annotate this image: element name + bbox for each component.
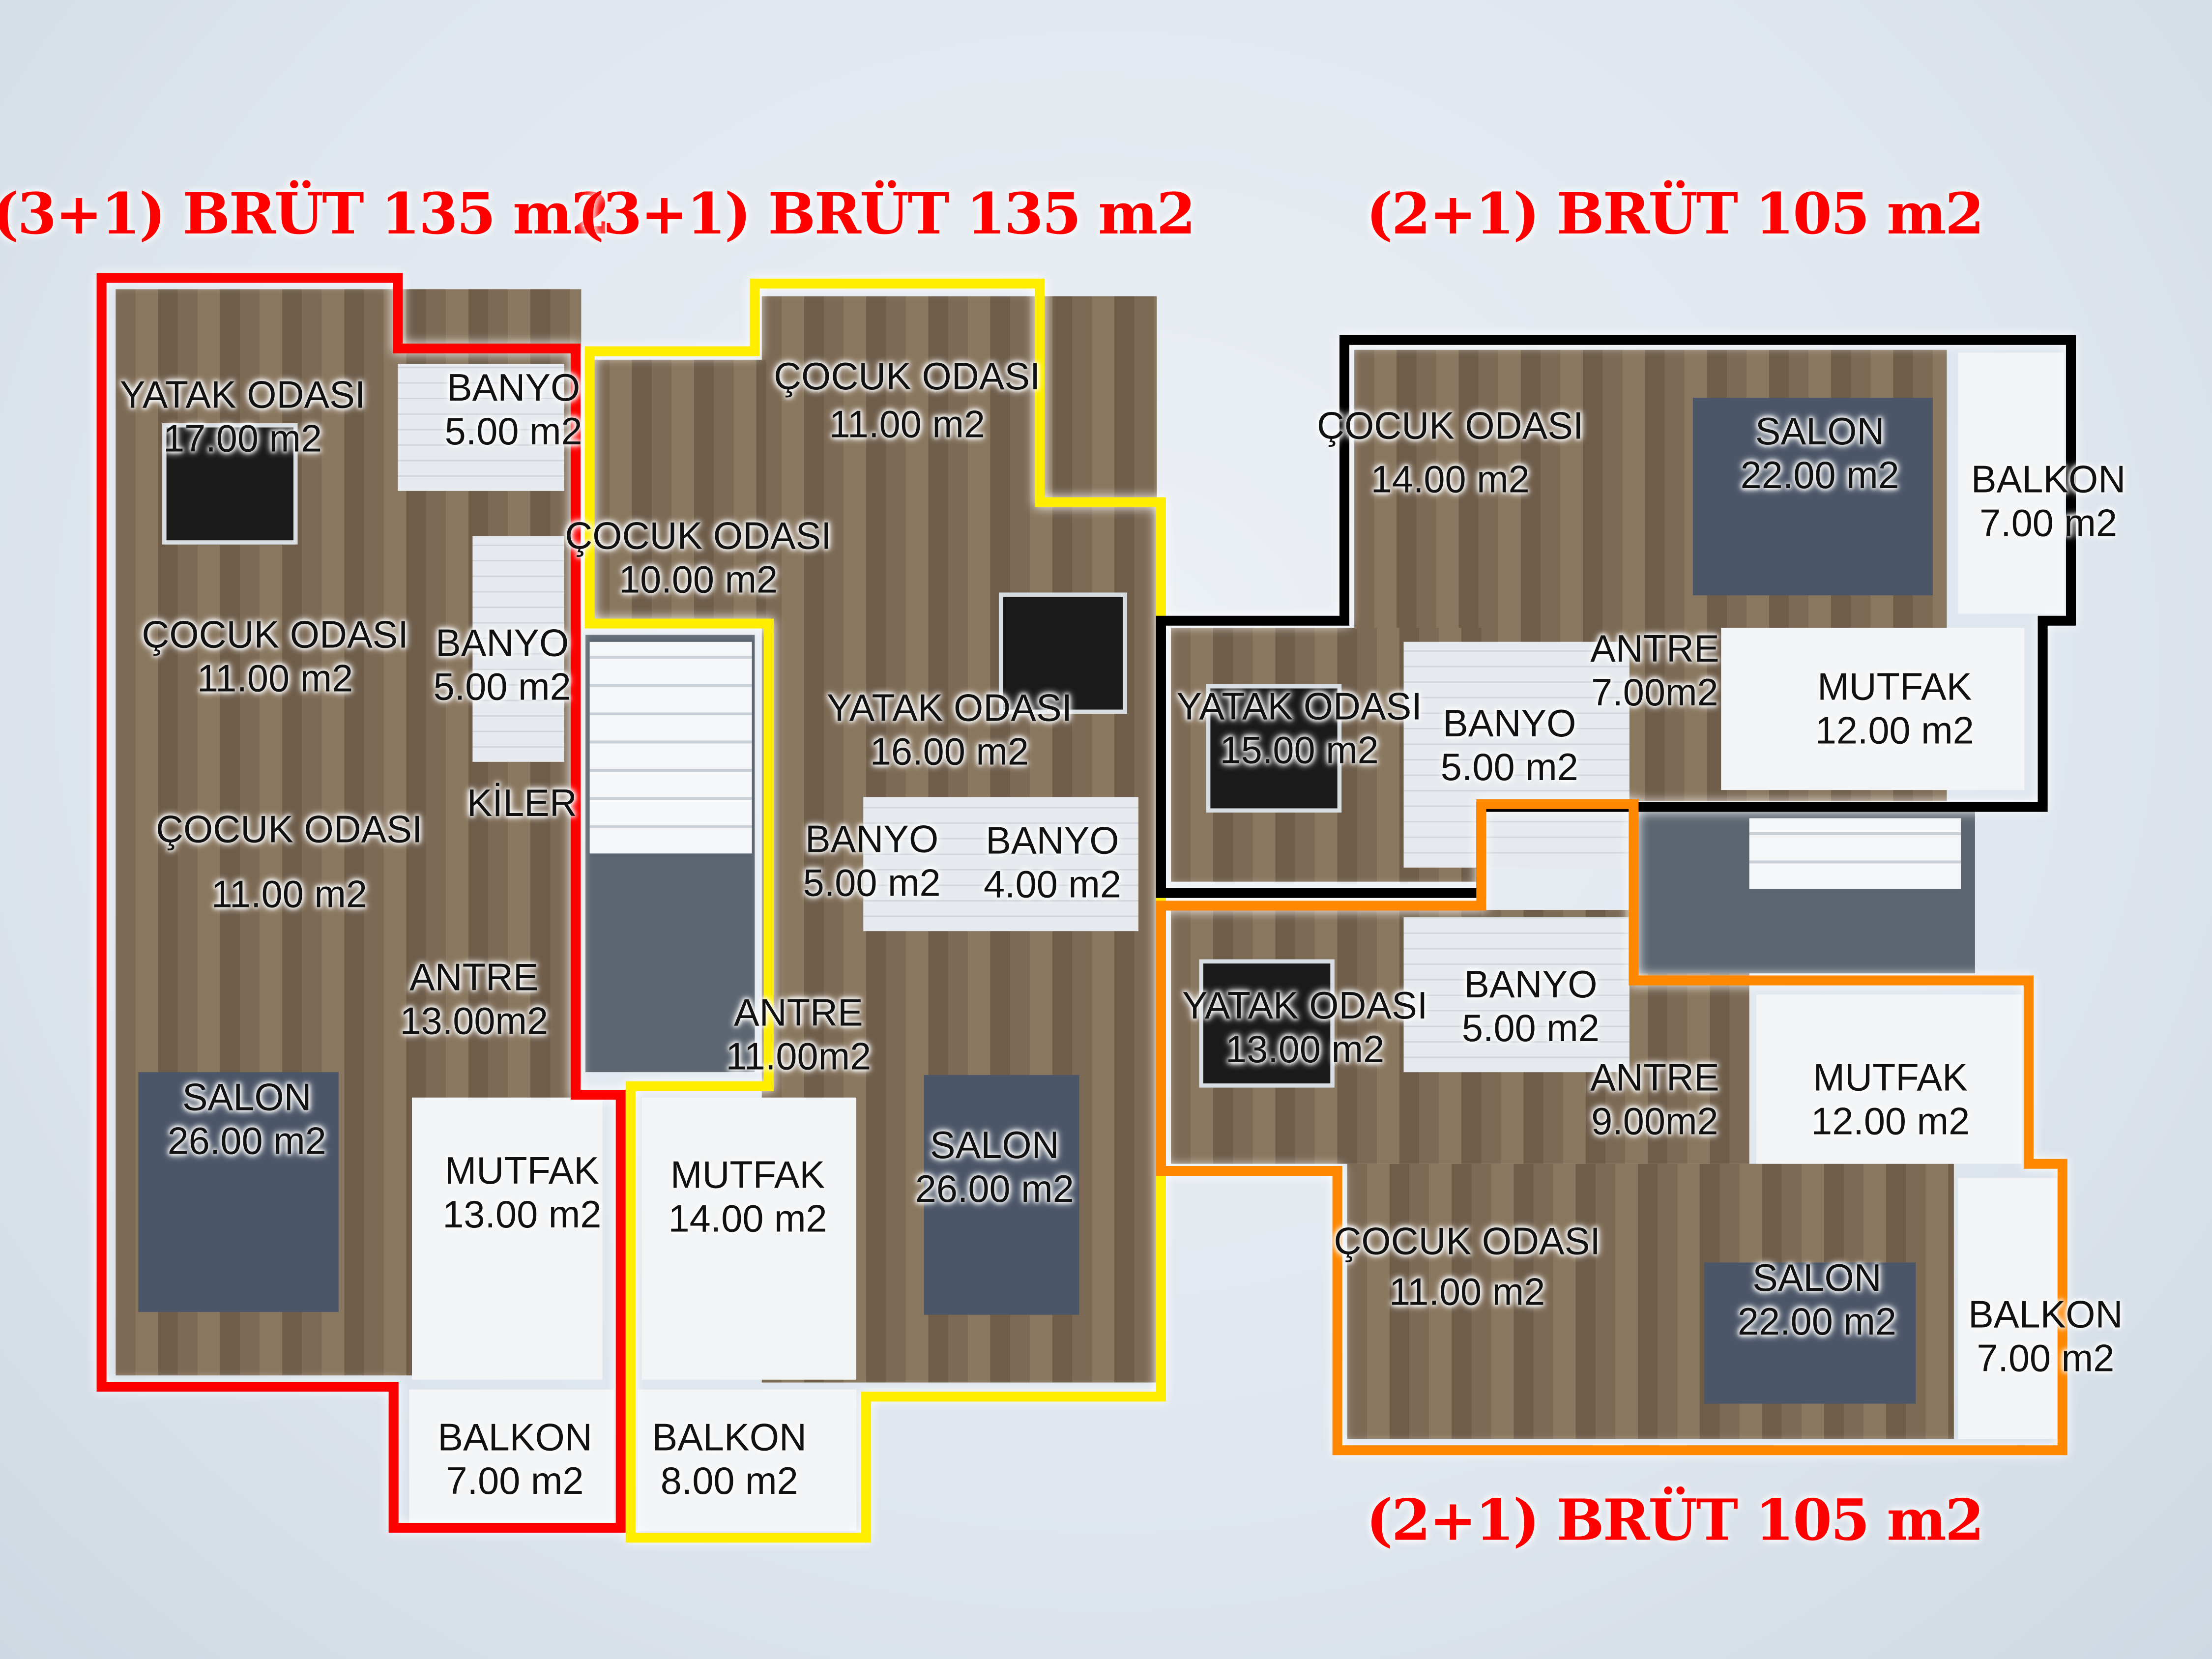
kitchen-b xyxy=(641,1097,857,1380)
bathroom-tile xyxy=(1403,641,1630,868)
bed-icon xyxy=(162,423,298,545)
bed-icon xyxy=(998,592,1128,714)
bathroom-tile xyxy=(472,536,564,762)
bathroom-tile xyxy=(1403,917,1630,1073)
unit-title: (3+1) BRÜT 135 m2 xyxy=(0,181,610,248)
bathroom-tile xyxy=(398,364,564,491)
bed-icon xyxy=(1199,959,1335,1088)
unit-title: (2+1) BRÜT 105 m2 xyxy=(1366,181,1984,248)
unit-b-outline xyxy=(584,278,1166,1543)
unit-b-floor-2 xyxy=(589,359,766,621)
unit-title: (2+1) BRÜT 105 m2 xyxy=(1366,1487,1984,1554)
rug xyxy=(138,1072,339,1312)
unit-d-outline xyxy=(1156,799,2067,1455)
rug xyxy=(1704,1262,1916,1404)
rug xyxy=(1692,398,1933,596)
kitchen-a xyxy=(412,1097,603,1380)
kitchen-d xyxy=(1756,994,2022,1164)
kitchen-c xyxy=(1721,628,2025,790)
bed-icon xyxy=(1206,684,1342,813)
rug xyxy=(924,1075,1079,1315)
bathroom-tile xyxy=(863,797,1139,931)
unit-title: (3+1) BRÜT 135 m2 xyxy=(577,181,1196,248)
balcony-d xyxy=(1958,1178,2057,1439)
unit-a-outline xyxy=(96,273,626,1533)
stairs-b xyxy=(1749,818,1961,889)
balcony-b xyxy=(638,1389,857,1531)
balcony-c xyxy=(1958,352,2064,614)
unit-c-outline xyxy=(1156,335,2076,898)
stairs-a xyxy=(589,641,752,854)
balcony-a xyxy=(409,1389,614,1524)
room-label: KİLER xyxy=(466,782,577,825)
